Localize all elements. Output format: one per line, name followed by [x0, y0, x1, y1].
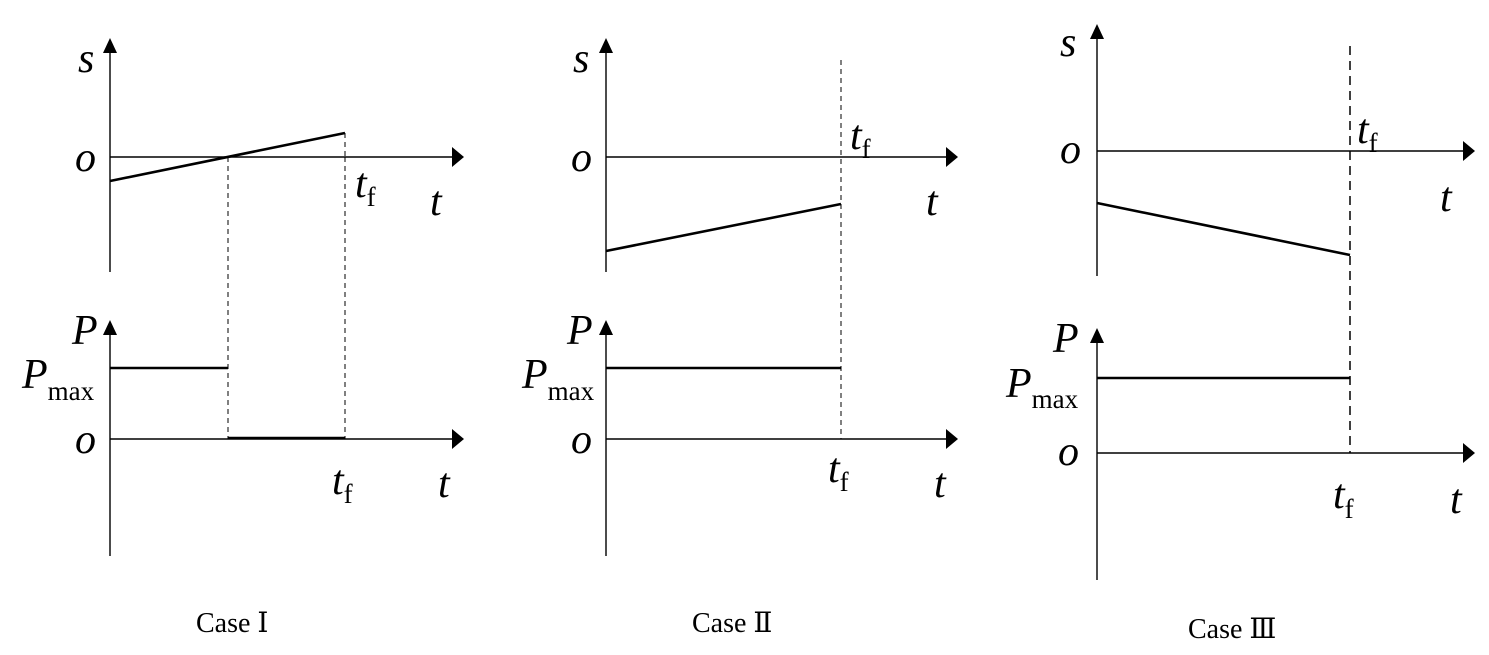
case-3-pmax-label: Pmax — [1005, 361, 1079, 414]
case-2-pmax-label: Pmax — [521, 352, 595, 406]
case-1-panel: s o t tf P Pmax o tf t — [21, 36, 464, 639]
case-1-s-tf-label: tf — [355, 161, 376, 212]
case-2-p-origin-label: o — [571, 417, 592, 463]
case-1-p-axis-arrow — [103, 320, 117, 335]
case-3-p-origin-label: o — [1058, 429, 1079, 475]
case-3-s-time-arrow — [1463, 141, 1475, 161]
case-2-s-origin-label: o — [571, 135, 592, 181]
case-3-s-origin-label: o — [1060, 127, 1081, 173]
case-2-s-label: s — [573, 36, 589, 82]
case-3-p-tf-label: tf — [1333, 472, 1354, 524]
case-3-p-t-label: t — [1450, 477, 1463, 523]
case-3-p-axis-arrow — [1090, 328, 1104, 343]
case-1-s-origin-label: o — [75, 135, 96, 181]
case-2-s-trajectory — [605, 202, 842, 253]
case-2-s-plot: s o t tf — [571, 36, 958, 272]
case-3-panel: s o t tf P Pmax o tf t Case Ⅲ — [1005, 20, 1475, 645]
case-2-s-axis-arrow — [599, 38, 613, 53]
case-1-s-time-arrow — [452, 147, 464, 167]
case-2-s-time-arrow — [946, 147, 958, 167]
case-1-p-tf-label: tf — [332, 458, 353, 509]
case-1-s-label: s — [78, 36, 94, 82]
case-3-caption: Case Ⅲ — [1188, 614, 1276, 645]
case-3-s-tf-label: tf — [1357, 107, 1378, 158]
case-2-s-t-label: t — [926, 179, 939, 225]
case-1-s-plot: s o t tf — [75, 36, 464, 272]
case-2-p-time-arrow — [946, 429, 958, 449]
case-1-pmax-label: Pmax — [21, 352, 95, 406]
case-3-p-time-arrow — [1463, 443, 1475, 463]
case-3-p-plot: P Pmax o tf t — [1005, 316, 1475, 580]
case-1-s-t-label: t — [430, 179, 443, 225]
case-2-s-tf-label: tf — [850, 113, 871, 164]
case-1-p-label: P — [71, 308, 98, 354]
case-2-p-axis-arrow — [599, 320, 613, 335]
case-1-p-plot: P Pmax o tf t — [21, 308, 464, 556]
case-3-s-plot: s o t tf — [1060, 20, 1475, 276]
case-2-caption: Case Ⅱ — [692, 608, 772, 639]
case-1-caption: Case Ⅰ — [196, 608, 269, 639]
case-1-s-axis-arrow — [103, 38, 117, 53]
case-2-p-label: P — [566, 308, 593, 354]
case-1-p-t-label: t — [438, 461, 451, 507]
case-2-p-tf-label: tf — [828, 446, 849, 497]
case-3-p-label: P — [1052, 316, 1079, 362]
case-1-p-origin-label: o — [75, 417, 96, 463]
case-3-s-trajectory — [1096, 201, 1351, 257]
case-3-s-label: s — [1060, 20, 1076, 66]
case-2-p-plot: P Pmax o tf t — [521, 308, 958, 556]
case-3-s-t-label: t — [1440, 175, 1453, 221]
case-3-s-axis-arrow — [1090, 24, 1104, 39]
case-2-panel: s o t tf P Pmax o tf t Case Ⅱ — [521, 36, 958, 639]
case-2-p-t-label: t — [934, 461, 947, 507]
case-1-p-time-arrow — [452, 429, 464, 449]
